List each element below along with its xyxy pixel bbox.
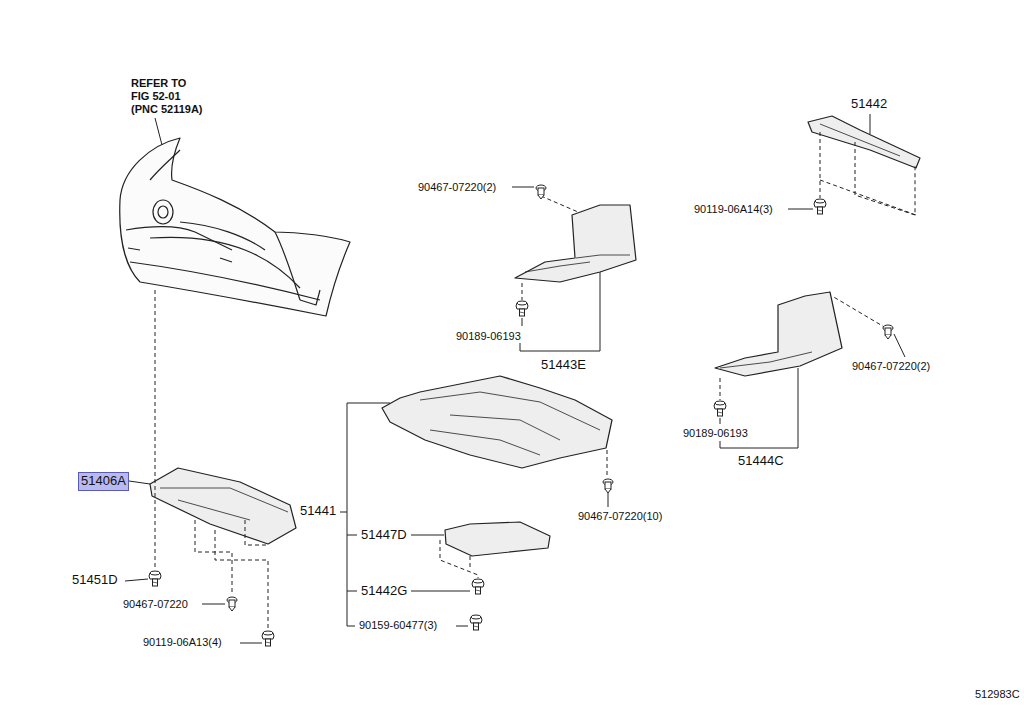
part-number: 51444C (738, 454, 784, 468)
part-number: 51443E (541, 358, 586, 372)
part-number: 51442 (851, 97, 887, 111)
part-number: FIG 52-01 (131, 90, 181, 102)
part-number: 90467-07220 (123, 598, 188, 610)
part-number: 90189-06193 (683, 427, 748, 439)
part-number: 90467-07220(2) (852, 360, 930, 372)
part-number: 90119-06A14(3) (694, 203, 773, 215)
part-number: 51451D (72, 573, 118, 587)
part-number: (PNC 52119A) (131, 103, 203, 115)
part-number: 51442G (361, 584, 407, 598)
highlighted-part-number: 51406A (78, 472, 129, 491)
figure-number: 512983C (975, 688, 1020, 700)
part-number: 90159-60477(3) (359, 619, 437, 631)
part-number: 90467-07220(2) (418, 181, 496, 193)
part-number: 90189-06193 (456, 330, 521, 342)
part-number: 51406A (81, 474, 128, 488)
part-number: 90467-07220(10) (578, 510, 662, 522)
part-number: 51441 (300, 504, 336, 518)
part-number: 90119-06A13(4) (143, 636, 222, 648)
part-number: REFER TO (131, 77, 186, 89)
part-number: 51447D (361, 528, 407, 542)
